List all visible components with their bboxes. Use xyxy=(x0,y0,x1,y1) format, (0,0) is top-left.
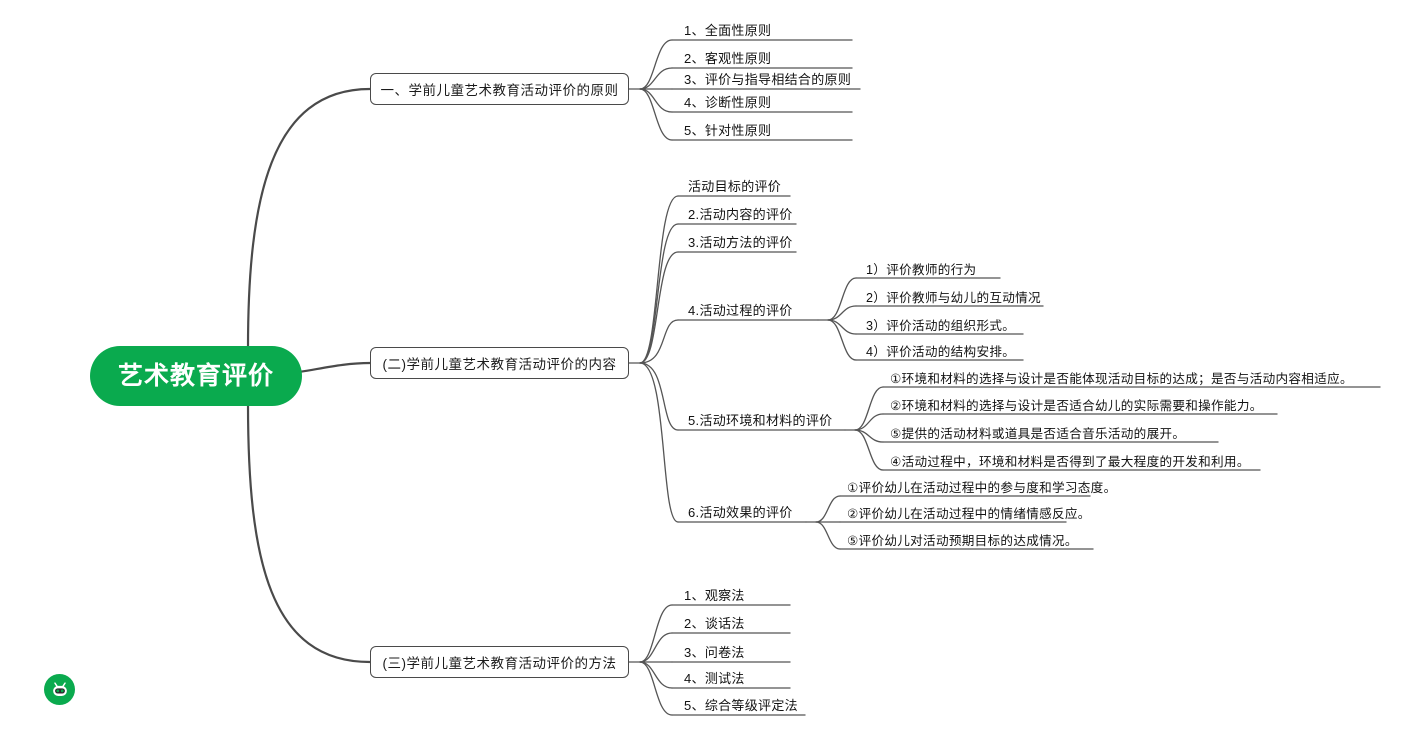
leaf-label: 3）评价活动的组织形式。 xyxy=(866,318,1016,333)
branch-label-3: (三)学前儿童艺术教育活动评价的方法 xyxy=(382,656,617,671)
leaf-label: 1、观察法 xyxy=(684,588,745,604)
leaf-label: 2.活动内容的评价 xyxy=(688,207,793,223)
leaf-2-3[interactable]: 3.活动方法的评价 xyxy=(682,228,793,252)
leaf-3-4[interactable]: 4、测试法 xyxy=(678,664,745,688)
leaf-2-4-2[interactable]: 2）评价教师与幼儿的互动情况 xyxy=(860,282,1041,306)
leaf-label: ②评价幼儿在活动过程中的情绪情感反应。 xyxy=(847,506,1091,521)
leaf-2-2[interactable]: 2.活动内容的评价 xyxy=(682,200,793,224)
leaf-label: 3、问卷法 xyxy=(684,645,745,661)
leaf-label: 4.活动过程的评价 xyxy=(688,303,793,319)
leaf-label: ⑤提供的活动材料或道具是否适合音乐活动的展开。 xyxy=(890,426,1186,441)
leaf-label: 5、综合等级评定法 xyxy=(684,698,798,714)
leaf-3-1[interactable]: 1、观察法 xyxy=(678,581,745,605)
leaf-label: ⑤评价幼儿对活动预期目标的达成情况。 xyxy=(847,533,1078,548)
branch-node-1[interactable]: 一、学前儿童艺术教育活动评价的原则 xyxy=(370,73,629,105)
leaf-label: 活动目标的评价 xyxy=(688,179,782,195)
branch-label-1: 一、学前儿童艺术教育活动评价的原则 xyxy=(380,83,619,98)
leaf-3-5[interactable]: 5、综合等级评定法 xyxy=(678,691,798,715)
leaf-label: 5.活动环境和材料的评价 xyxy=(688,413,833,429)
leaf-2-4-1[interactable]: 1）评价教师的行为 xyxy=(860,254,976,278)
leaf-2-5-1[interactable]: ①环境和材料的选择与设计是否能体现活动目标的达成；是否与活动内容相适应。 xyxy=(884,363,1353,387)
leaf-2-6-3[interactable]: ⑤评价幼儿对活动预期目标的达成情况。 xyxy=(841,525,1078,549)
leaf-label: ①环境和材料的选择与设计是否能体现活动目标的达成；是否与活动内容相适应。 xyxy=(890,371,1353,386)
leaf-2-6-1[interactable]: ①评价幼儿在活动过程中的参与度和学习态度。 xyxy=(841,472,1116,496)
leaf-2-4-4[interactable]: 4）评价活动的结构安排。 xyxy=(860,336,1015,360)
robot-glyph xyxy=(52,681,67,696)
branch-node-2[interactable]: (二)学前儿童艺术教育活动评价的内容 xyxy=(370,347,629,379)
leaf-2-1[interactable]: 活动目标的评价 xyxy=(682,172,781,196)
leaf-label: 2、谈话法 xyxy=(684,616,745,632)
leaf-label: 2、客观性原则 xyxy=(684,51,772,67)
leaf-1-2[interactable]: 2、客观性原则 xyxy=(678,44,771,68)
robot-icon[interactable] xyxy=(44,674,75,705)
leaf-2-6[interactable]: 6.活动效果的评价 xyxy=(682,498,793,522)
leaf-2-4-3[interactable]: 3）评价活动的组织形式。 xyxy=(860,310,1015,334)
leaf-label: 3.活动方法的评价 xyxy=(688,235,793,251)
leaf-2-4[interactable]: 4.活动过程的评价 xyxy=(682,296,793,320)
branch-node-3[interactable]: (三)学前儿童艺术教育活动评价的方法 xyxy=(370,646,629,678)
leaf-label: 2）评价教师与幼儿的互动情况 xyxy=(866,290,1041,305)
leaf-label: 4、测试法 xyxy=(684,671,745,687)
leaf-label: 3、评价与指导相结合的原则 xyxy=(684,72,852,88)
leaf-label: 1、全面性原则 xyxy=(684,23,772,39)
leaf-label: ①评价幼儿在活动过程中的参与度和学习态度。 xyxy=(847,480,1117,495)
leaf-1-5[interactable]: 5、针对性原则 xyxy=(678,116,771,140)
leaf-label: ④活动过程中，环境和材料是否得到了最大程度的开发和利用。 xyxy=(890,454,1250,469)
leaf-label: ②环境和材料的选择与设计是否适合幼儿的实际需要和操作能力。 xyxy=(890,398,1263,413)
leaf-label: 1）评价教师的行为 xyxy=(866,262,977,277)
leaf-3-3[interactable]: 3、问卷法 xyxy=(678,638,745,662)
leaf-2-5-2[interactable]: ②环境和材料的选择与设计是否适合幼儿的实际需要和操作能力。 xyxy=(884,390,1263,414)
leaf-1-4[interactable]: 4、诊断性原则 xyxy=(678,88,771,112)
leaf-2-5-4[interactable]: ④活动过程中，环境和材料是否得到了最大程度的开发和利用。 xyxy=(884,446,1250,470)
leaf-3-2[interactable]: 2、谈话法 xyxy=(678,609,745,633)
leaf-label: 4）评价活动的结构安排。 xyxy=(866,344,1016,359)
leaf-1-3[interactable]: 3、评价与指导相结合的原则 xyxy=(678,65,851,89)
branch-label-2: (二)学前儿童艺术教育活动评价的内容 xyxy=(382,357,617,372)
leaf-2-5-3[interactable]: ⑤提供的活动材料或道具是否适合音乐活动的展开。 xyxy=(884,418,1185,442)
root-label: 艺术教育评价 xyxy=(117,361,274,390)
leaf-2-5[interactable]: 5.活动环境和材料的评价 xyxy=(682,406,832,430)
root-node[interactable]: 艺术教育评价 xyxy=(90,346,302,406)
leaf-1-1[interactable]: 1、全面性原则 xyxy=(678,16,771,40)
leaf-label: 6.活动效果的评价 xyxy=(688,505,793,521)
leaf-label: 4、诊断性原则 xyxy=(684,95,772,111)
leaf-label: 5、针对性原则 xyxy=(684,123,772,139)
leaf-2-6-2[interactable]: ②评价幼儿在活动过程中的情绪情感反应。 xyxy=(841,498,1091,522)
